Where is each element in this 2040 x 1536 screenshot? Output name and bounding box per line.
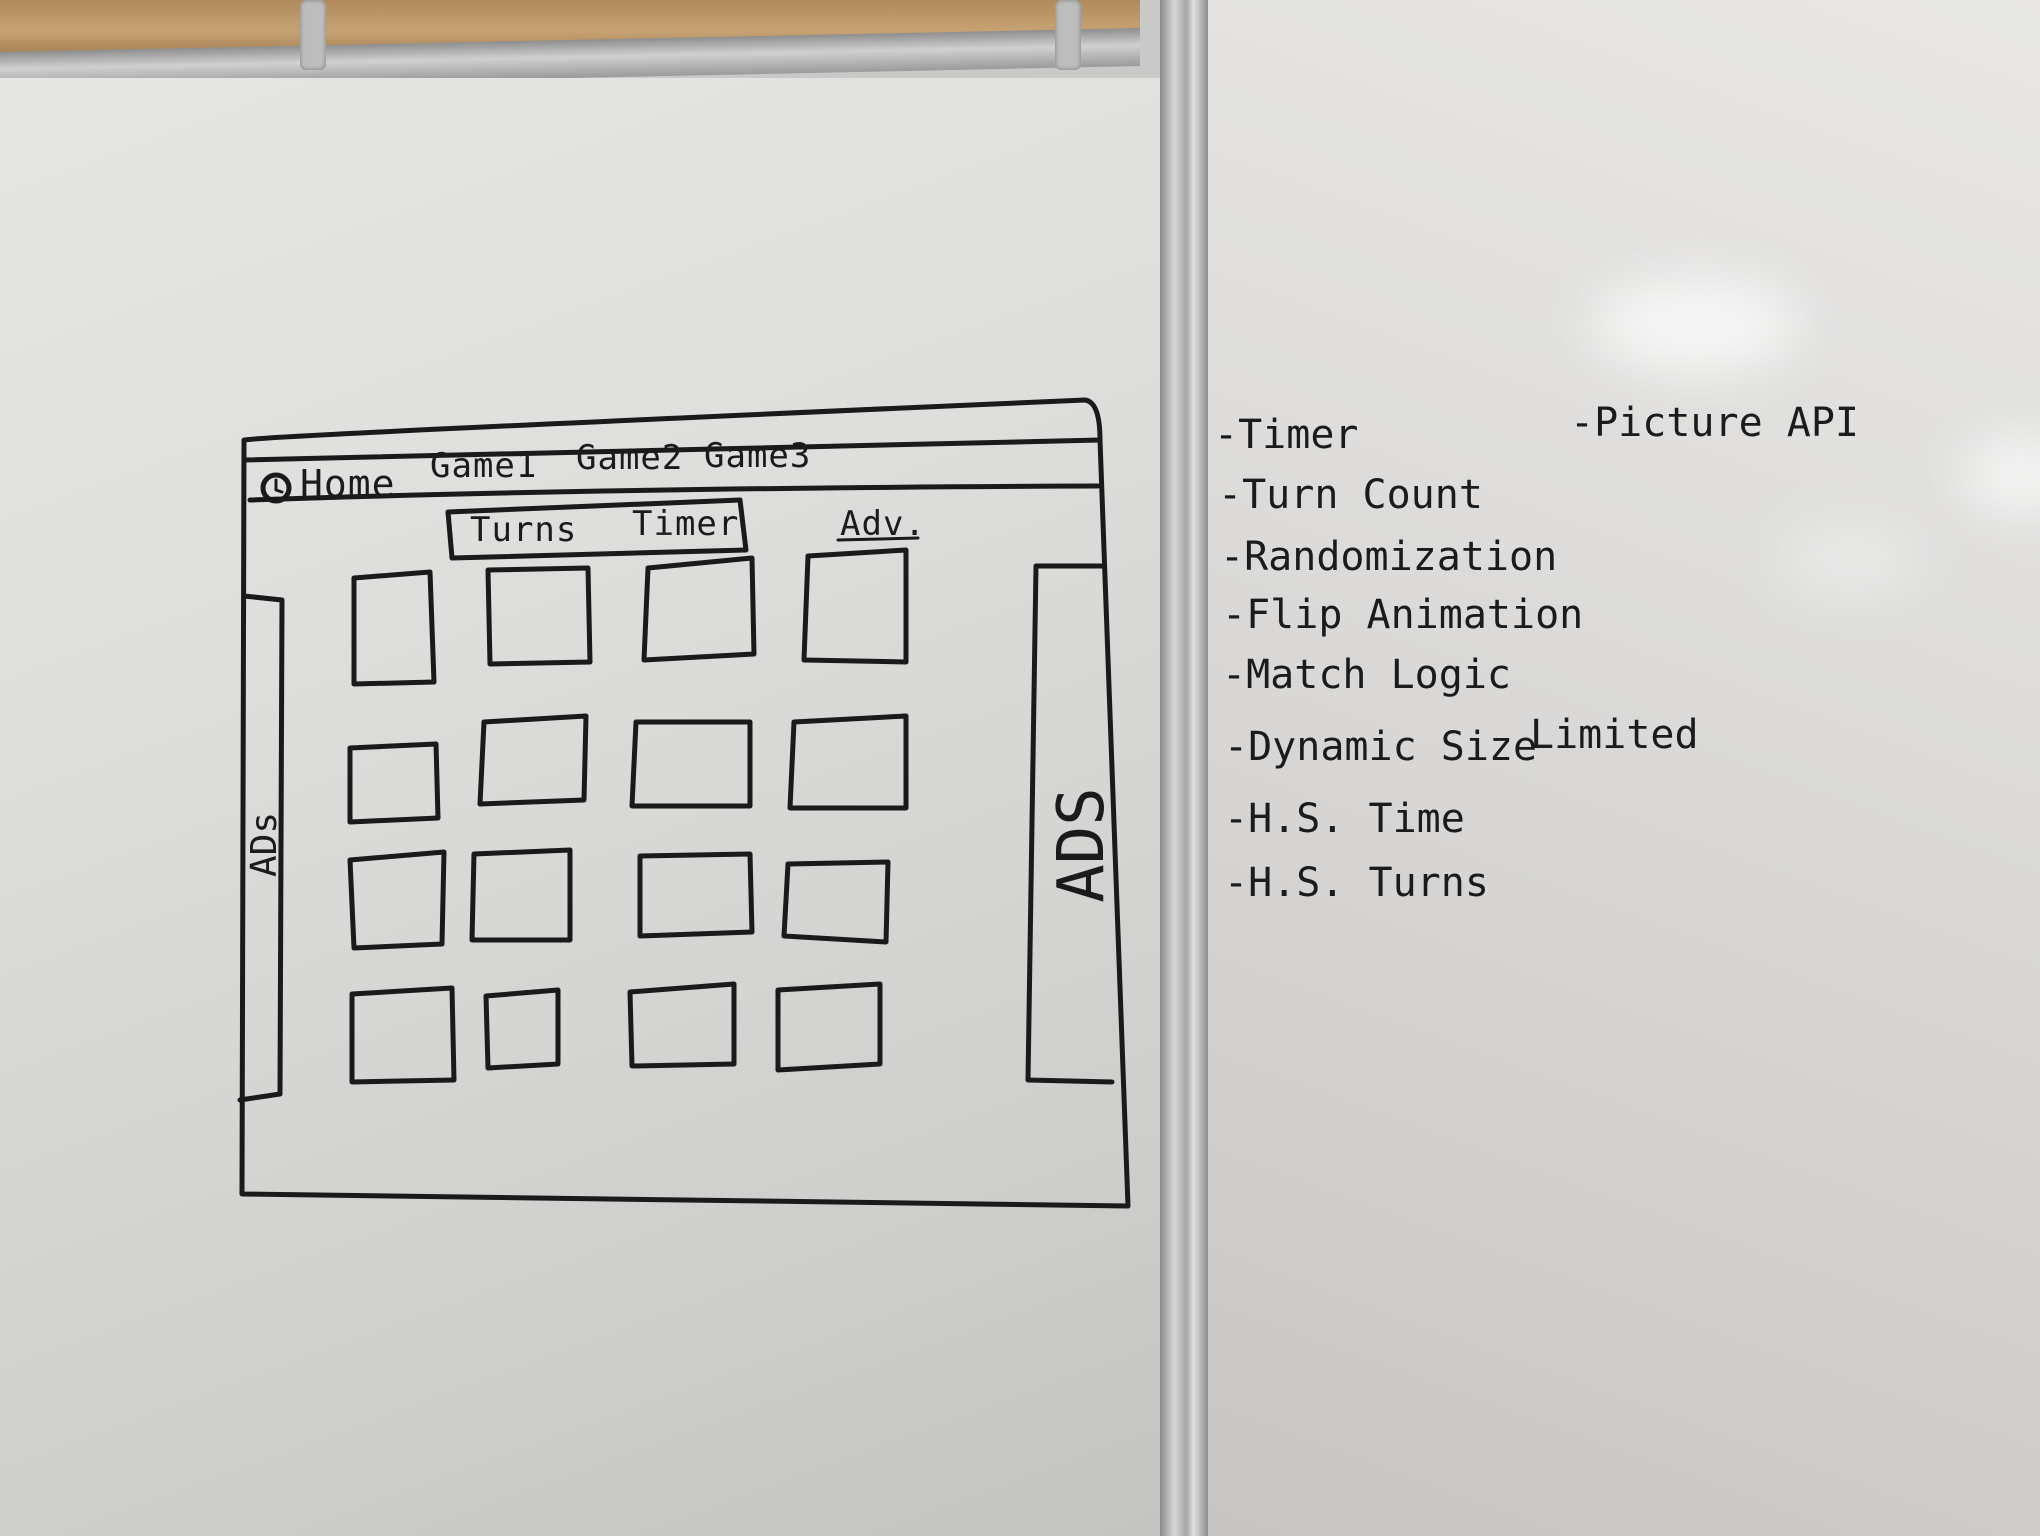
note-picture-api: -Picture API: [1570, 400, 1859, 446]
whiteboard-left-panel: [0, 78, 1165, 1536]
card-outline: [637, 851, 755, 939]
ads-right-panel: [1025, 563, 1115, 1085]
card-outline: [787, 713, 909, 811]
card-outline: [347, 849, 447, 951]
whiteboard-divider-frame: [1160, 0, 1208, 1536]
note-item: -Randomization: [1220, 534, 1558, 580]
note-item: -Flip Animation: [1222, 592, 1584, 638]
card-outline: [483, 987, 561, 1071]
light-glare: [1590, 280, 1800, 370]
note-item: -Dynamic Size: [1224, 724, 1538, 770]
card-outline: [801, 547, 909, 665]
light-glare: [1780, 530, 1920, 590]
board-clip: [300, 0, 326, 70]
stats-turns-label: Turns: [470, 510, 578, 550]
header-top-line: [241, 437, 1103, 463]
browser-frame-outline: [239, 397, 1131, 1209]
nav-bar-divider: [247, 483, 1101, 503]
card-grid: [347, 547, 909, 1085]
card-outline: [627, 981, 737, 1069]
note-item: -H.S. Time: [1224, 796, 1465, 842]
card-outline: [485, 565, 593, 667]
adv-underline: [836, 536, 920, 542]
stats-timer-label: Timer: [632, 504, 740, 544]
card-outline: [781, 859, 891, 945]
card-outline: [629, 719, 753, 809]
adv-link: Adv.: [840, 504, 926, 544]
card-outline: [477, 713, 589, 807]
note-item: -Match Logic: [1222, 652, 1511, 698]
card-outline: [775, 981, 883, 1073]
nav-game1-link: Game1: [430, 446, 538, 486]
note-item: -Turn Count: [1218, 472, 1483, 518]
ads-left-panel: [237, 593, 285, 1103]
clock-icon: [260, 472, 292, 504]
board-clip: [1055, 0, 1081, 70]
card-outline: [347, 741, 441, 825]
card-outline: [469, 847, 573, 943]
ads-left-label: ADs: [244, 811, 286, 878]
card-outline: [351, 569, 437, 687]
note-item-extra: Limited: [1530, 712, 1699, 758]
ads-right-label: ADS: [1044, 787, 1119, 903]
nav-home-link: Home: [300, 462, 396, 506]
note-item: -H.S. Turns: [1224, 860, 1489, 906]
card-outline: [641, 555, 757, 663]
whiteboard-right-panel: [1205, 0, 2040, 1536]
nav-game2-link: Game2: [576, 438, 684, 478]
stats-box-outline: [445, 497, 749, 561]
note-item: -Timer: [1214, 412, 1359, 458]
card-outline: [349, 985, 457, 1085]
nav-game3-link: Game3: [704, 436, 812, 476]
